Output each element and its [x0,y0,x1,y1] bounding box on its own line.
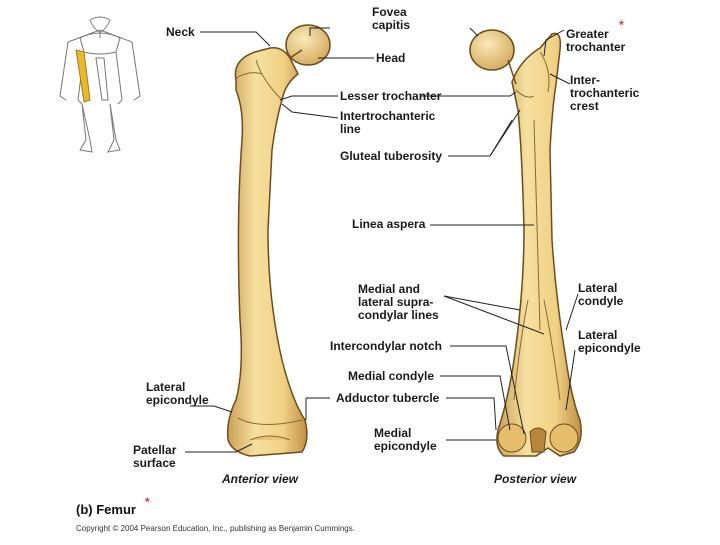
leader-lines [185,27,579,453]
copyright-notice: Copyright © 2004 Pearson Education, Inc.… [76,524,355,533]
label-supracondylar-lines: Medial and lateral supra- condylar lines [358,282,439,322]
label-linea-aspera: Linea aspera [352,217,426,231]
posterior-femur [469,29,582,457]
anterior-femur [226,24,331,457]
figure-caption: (b) Femur [76,502,136,517]
caption-asterisk: * [145,495,150,509]
label-lateral-condyle: Lateral condyle [578,281,624,308]
anterior-view-label: Anterior view [222,472,299,486]
skeleton-locator [59,16,141,153]
label-greater-trochanter: Greater trochanter [566,27,626,54]
label-lateral-epicondyle-posterior: Lateral epicondyle [578,328,641,355]
greater-trochanter-asterisk: * [619,18,624,32]
label-lateral-epicondyle-anterior: Lateral epicondyle [146,380,209,407]
label-gluteal-tuberosity: Gluteal tuberosity [340,149,443,163]
highlighted-femur-icon [75,49,91,103]
label-neck: Neck [166,25,195,39]
label-intercondylar-notch: Intercondylar notch [330,339,443,353]
label-head: Head [376,51,406,65]
label-lesser-trochanter: Lesser trochanter [340,89,442,103]
label-fovea-capitis: Fovea capitis [372,5,411,32]
label-medial-condyle: Medial condyle [348,369,435,383]
label-medial-epicondyle: Medial epicondyle [374,426,437,453]
label-patellar-surface: Patellar surface [133,443,177,470]
label-intertrochanteric-line: Intertrochanteric line [340,109,436,136]
label-intertrochanteric-crest: Inter- trochanteric crest [570,73,640,113]
posterior-view-label: Posterior view [494,472,577,486]
label-adductor-tubercle: Adductor tubercle [336,391,440,405]
